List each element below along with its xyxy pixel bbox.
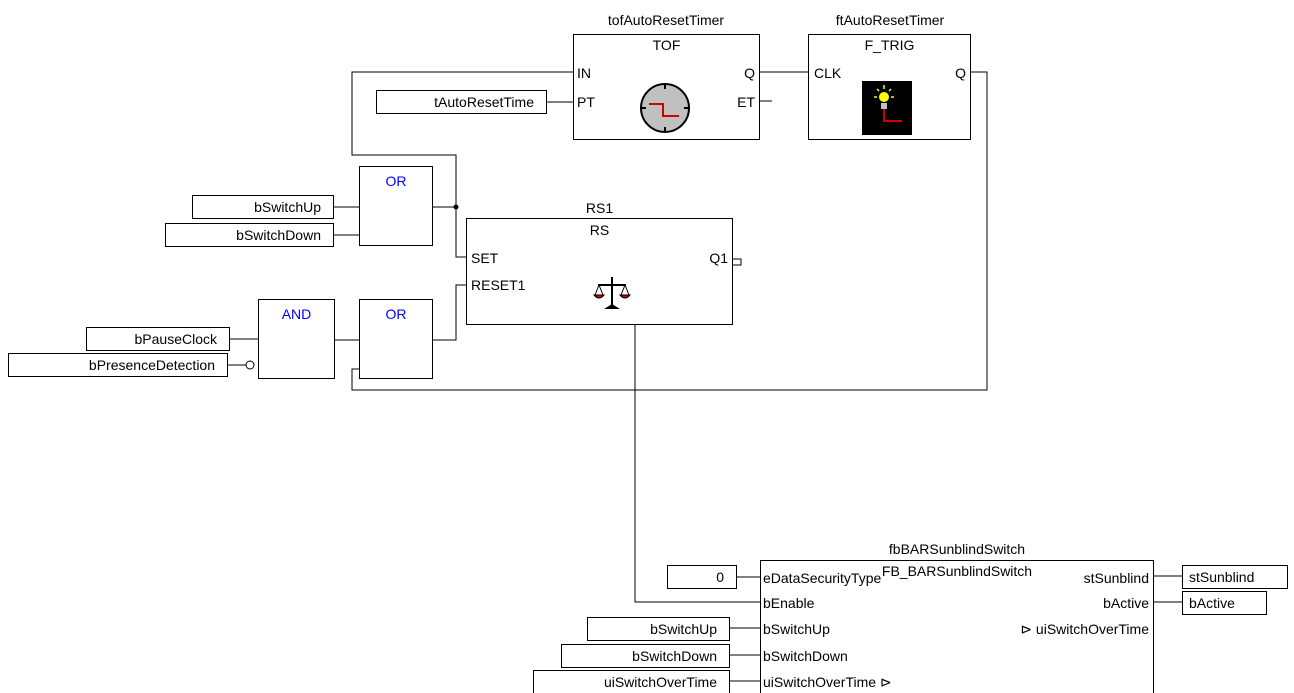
junction-dot [453,204,459,210]
fb-pin-switch-down: bSwitchDown [763,648,848,664]
fb-pin-switch-up: bSwitchUp [763,621,830,637]
fb-pin-enable: bEnable [763,595,815,611]
fb-type: FB_BARSunblindSwitch [881,563,1033,579]
ftrig-instance-name: ftAutoResetTimer [835,12,945,28]
rs-pin-q1: Q1 [709,250,728,266]
fb-pin-sunblind: stSunblind [1083,570,1149,586]
tof-block[interactable]: TOF IN PT Q ET [573,34,760,140]
rs-block[interactable]: RS SET RESET1 Q1 [466,218,733,325]
const-zero[interactable]: 0 [667,565,737,589]
var-auto-reset-time[interactable]: tAutoResetTime [376,90,547,114]
tof-pin-et: ET [737,94,755,110]
var-fb-switch-over-time[interactable]: uiSwitchOverTime [533,670,730,693]
var-out-sunblind[interactable]: stSunblind [1182,565,1288,589]
tof-pin-in: IN [577,65,591,81]
rs-pin-reset: RESET1 [471,277,526,293]
or-1-label: OR [385,173,407,189]
fb-pin-switch-over-in: uiSwitchOverTime ⊳ [763,674,892,690]
and-label: AND [281,306,312,322]
ftrig-pin-q: Q [955,65,966,81]
scale-icon [592,277,632,309]
ftrig-pin-clk: CLK [814,65,842,81]
clock-icon [640,83,690,133]
var-fb-switch-up[interactable]: bSwitchUp [587,617,730,641]
fb-sunblind-block[interactable]: FB_BARSunblindSwitch eDataSecurityType b… [760,560,1154,693]
var-out-active[interactable]: bActive [1182,591,1267,615]
or-2-label: OR [385,306,407,322]
tof-type: TOF [652,37,681,53]
tof-pin-q: Q [744,65,755,81]
and-block[interactable]: AND [258,299,335,379]
fb-instance-name: fbBARSunblindSwitch [888,541,1026,557]
var-switch-down[interactable]: bSwitchDown [165,223,334,247]
tof-instance-name: tofAutoResetTimer [607,12,725,28]
var-fb-switch-down[interactable]: bSwitchDown [561,644,730,668]
rs-type: RS [589,222,610,238]
fb-pin-security: eDataSecurityType [763,570,882,586]
rs-pin-set: SET [471,250,499,266]
tof-pin-pt: PT [577,94,595,110]
lightbulb-icon [862,81,912,135]
fb-pin-switch-over-out: ⊳ uiSwitchOverTime [1020,621,1149,637]
var-switch-up[interactable]: bSwitchUp [192,195,334,219]
ftrig-type: F_TRIG [864,37,915,53]
rs-instance-name: RS1 [585,200,614,216]
var-pause-clock[interactable]: bPauseClock [86,327,230,351]
fb-pin-active: bActive [1103,595,1149,611]
ftrig-block[interactable]: F_TRIG CLK Q [808,34,971,140]
negation-circle [245,360,255,370]
or-block-2[interactable]: OR [359,299,433,379]
var-presence-detection[interactable]: bPresenceDetection [8,353,228,377]
or-block-1[interactable]: OR [359,166,433,246]
